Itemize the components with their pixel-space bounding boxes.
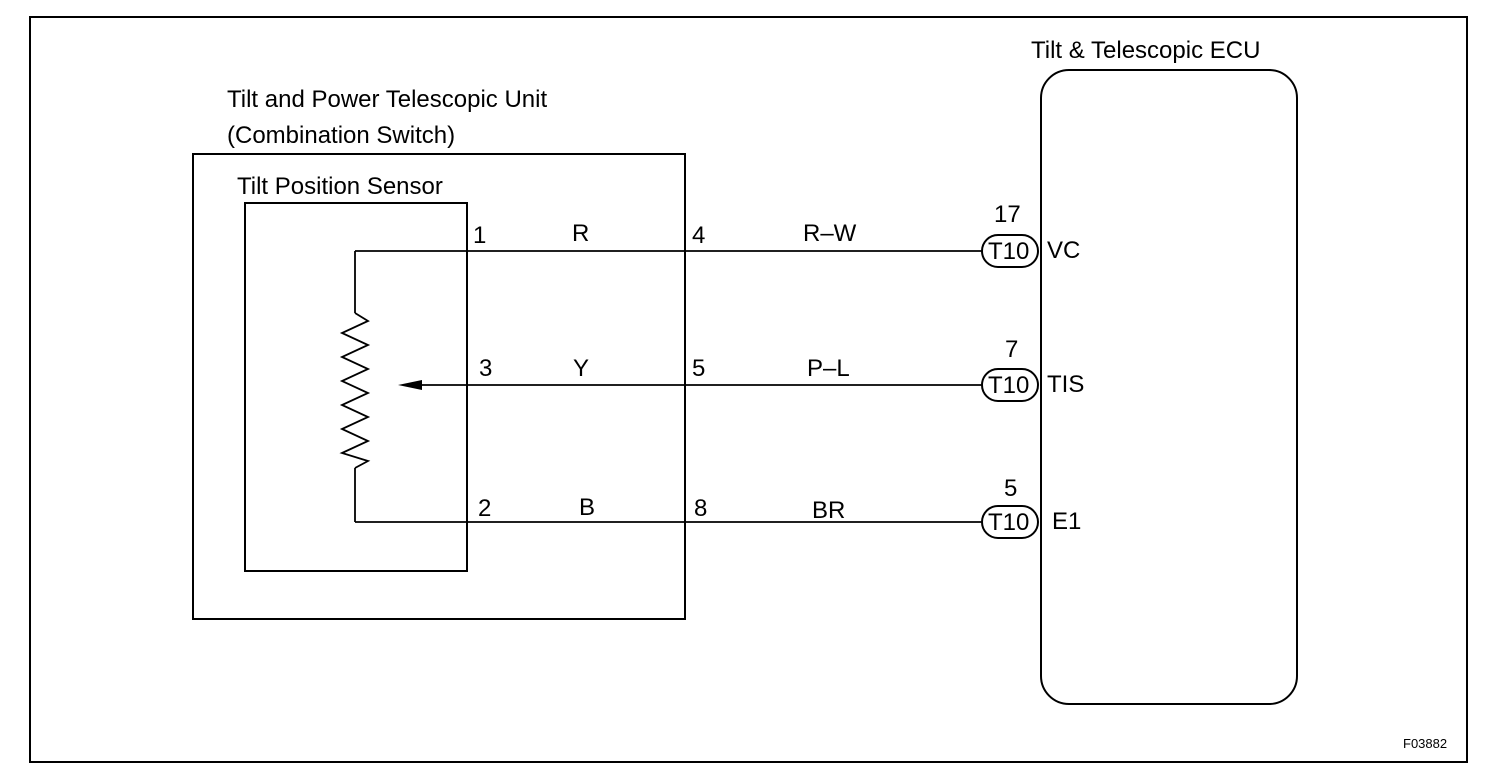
sensor-box [244, 202, 468, 572]
harness-color-br: BR [812, 497, 845, 524]
ecu-pin-7: 7 [1005, 336, 1018, 363]
sensor-pin-1: 1 [473, 222, 486, 249]
ecu-pin-5: 5 [1004, 475, 1017, 502]
sensor-pin-2: 2 [478, 495, 491, 522]
diagram-frame [29, 16, 1468, 763]
resistor-zigzag [339, 312, 371, 469]
sensor-wire-color-r: R [572, 220, 589, 247]
sensor-title: Tilt Position Sensor [237, 173, 443, 200]
unit-box [192, 153, 686, 620]
sensor-wire-color-y: Y [573, 355, 589, 382]
connector-label-e1: T10 [988, 509, 1029, 536]
sensor-pin-3: 3 [479, 355, 492, 382]
connector-label-tis: T10 [988, 372, 1029, 399]
unit-pin-5: 5 [692, 355, 705, 382]
ecu-title: Tilt & Telescopic ECU [1031, 37, 1260, 64]
unit-pin-4: 4 [692, 222, 705, 249]
unit-pin-8: 8 [694, 495, 707, 522]
unit-title-line1: Tilt and Power Telescopic Unit [227, 86, 547, 113]
ecu-box [1040, 69, 1298, 705]
figure-code: F03882 [1403, 736, 1447, 751]
ecu-signal-e1: E1 [1052, 508, 1081, 535]
connector-label-vc: T10 [988, 238, 1029, 265]
sensor-wire-color-b: B [579, 494, 595, 521]
ecu-signal-tis: TIS [1047, 371, 1084, 398]
connector-t10-vc [981, 234, 1039, 268]
connector-t10-e1 [981, 505, 1039, 539]
ecu-pin-17: 17 [994, 201, 1021, 228]
connector-t10-tis [981, 368, 1039, 402]
harness-color-pl: P–L [807, 355, 850, 382]
harness-color-rw: R–W [803, 220, 857, 247]
unit-title-line2: (Combination Switch) [227, 122, 455, 149]
ecu-signal-vc: VC [1047, 237, 1080, 264]
